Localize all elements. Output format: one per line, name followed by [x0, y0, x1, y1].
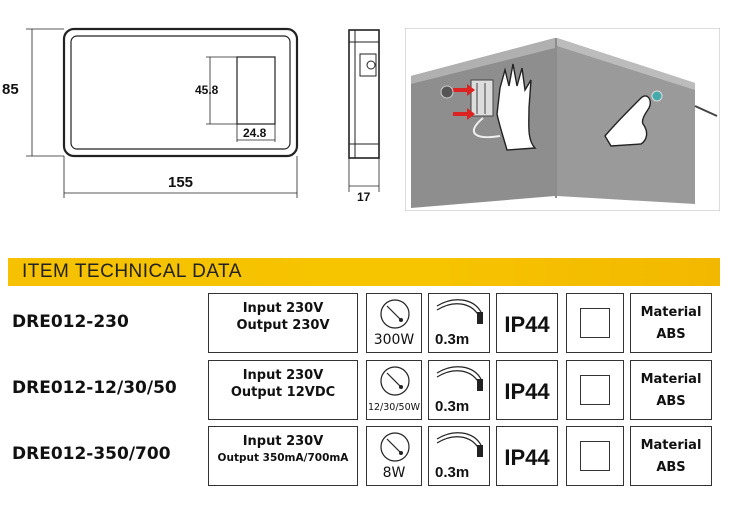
symbol-cell	[566, 293, 624, 353]
dimension-sensor-height: 45.8	[195, 83, 219, 97]
square-symbol-icon	[580, 308, 610, 338]
cable-length-cell: 0.3m	[428, 293, 490, 353]
wattage-value: 8W	[382, 465, 406, 481]
front-view-drawing	[26, 27, 299, 198]
output-spec: Output 230V	[236, 318, 330, 333]
power-spec-cell: Input 230V Output 350mA/700mA	[208, 426, 358, 486]
material-label: Material	[640, 305, 702, 320]
symbol-cell	[566, 426, 624, 486]
cable-icon	[436, 366, 483, 391]
wattage-cell: 12/30/50W	[366, 360, 422, 420]
material-label: Material	[640, 438, 702, 453]
banner-title: ITEM TECHNICAL DATA	[22, 261, 242, 282]
model-name: DRE012-350/700	[12, 444, 171, 464]
material-value: ABS	[656, 460, 686, 475]
input-spec: Input 230V	[242, 434, 324, 449]
input-spec: Input 230V	[242, 368, 324, 383]
side-view-drawing	[348, 29, 380, 192]
material-value: ABS	[656, 394, 686, 409]
model-name: DRE012-12/30/50	[12, 378, 177, 398]
material-cell: Material ABS	[630, 426, 712, 486]
dimension-depth: 17	[357, 190, 371, 204]
power-spec-cell: Input 230V Output 230V	[208, 293, 358, 353]
symbol-cell	[566, 360, 624, 420]
wattage-cell: 8W	[366, 426, 422, 486]
square-symbol-icon	[580, 375, 610, 405]
wattage-value: 12/30/50W	[367, 402, 421, 413]
ip-rating-cell: IP44	[496, 360, 558, 420]
cable-length-value: 0.3m	[435, 398, 470, 415]
output-spec: Output 12VDC	[230, 385, 336, 400]
cable-icon	[436, 299, 483, 324]
model-name: DRE012-230	[12, 312, 129, 332]
dimension-width: 155	[168, 174, 194, 191]
cable-length-value: 0.3m	[435, 464, 470, 481]
dimension-sensor-width: 24.8	[243, 126, 267, 140]
wattage-gauge-icon	[380, 299, 410, 329]
cable-icon	[436, 432, 483, 457]
ip-rating-cell: IP44	[496, 426, 558, 486]
cable-length-value: 0.3m	[435, 331, 470, 348]
wattage-value: 300W	[373, 332, 415, 348]
square-symbol-icon	[580, 441, 610, 471]
wattage-gauge-icon	[380, 432, 410, 462]
material-cell: Material ABS	[630, 293, 712, 353]
material-value: ABS	[656, 327, 686, 342]
power-spec-cell: Input 230V Output 12VDC	[208, 360, 358, 420]
wattage-cell: 300W	[366, 293, 422, 353]
technical-data-banner: ITEM TECHNICAL DATA	[8, 258, 720, 286]
ip-rating-cell: IP44	[496, 293, 558, 353]
wattage-gauge-icon	[380, 366, 410, 396]
dimension-height: 85	[2, 81, 19, 98]
cable-length-cell: 0.3m	[428, 360, 490, 420]
material-label: Material	[640, 372, 702, 387]
input-spec: Input 230V	[242, 301, 324, 316]
output-spec: Output 350mA/700mA	[217, 452, 349, 464]
material-cell: Material ABS	[630, 360, 712, 420]
installation-illustration	[405, 28, 720, 211]
cable-length-cell: 0.3m	[428, 426, 490, 486]
